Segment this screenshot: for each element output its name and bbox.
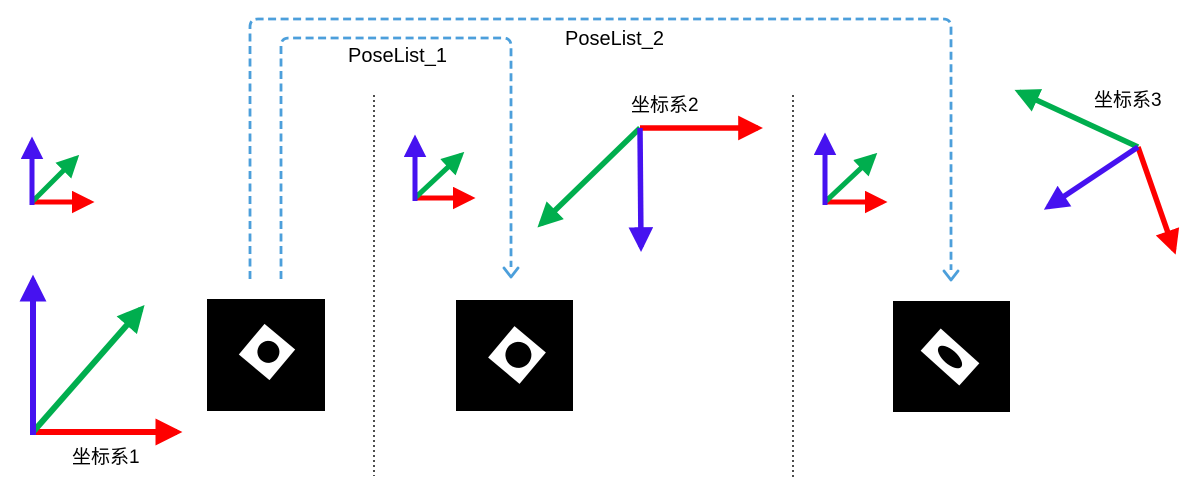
- poselist1-outline: [279, 36, 513, 279]
- coordinate-frame-1: [19, 274, 183, 446]
- coordinate-frame-2: [537, 115, 763, 252]
- poselist1-label: PoseList_1: [348, 45, 447, 67]
- coordinate-frame-small-2: [403, 134, 476, 210]
- y-axis-arrow: [823, 152, 878, 204]
- coordinate-frame-small-1: [20, 136, 95, 214]
- poselist2-bracket: [248, 17, 960, 282]
- binary-image-3: [893, 301, 1010, 412]
- poselist1-bracket: [279, 36, 520, 279]
- object-hole: [257, 340, 280, 363]
- y-axis-arrow: [413, 151, 465, 200]
- binary-image-1: [207, 299, 325, 411]
- y-axis-arrow: [537, 126, 642, 228]
- coordinate-frame-1-label: 坐标系1: [72, 447, 140, 468]
- z-axis-arrow: [1043, 144, 1140, 210]
- object-hole: [505, 341, 532, 368]
- y-axis-arrow: [1014, 89, 1140, 150]
- z-axis-arrow: [628, 127, 654, 252]
- binary-image-2: [456, 300, 573, 411]
- x-axis-arrow: [1135, 146, 1180, 255]
- y-axis-arrow: [30, 154, 80, 204]
- coordinate-frame-2-label: 坐标系2: [631, 95, 699, 116]
- coordinate-frame-3: [1014, 89, 1180, 255]
- coordinate-frame-3-label: 坐标系3: [1094, 90, 1162, 111]
- object-hole: [937, 345, 963, 369]
- poselist2-label: PoseList_2: [565, 28, 664, 50]
- y-axis-arrow: [30, 304, 145, 434]
- dashed-down-arrow-icon: [502, 266, 520, 279]
- dashed-down-arrow-icon: [942, 269, 960, 282]
- coordinate-frame-small-3: [813, 132, 888, 214]
- poselist2-outline: [248, 17, 953, 279]
